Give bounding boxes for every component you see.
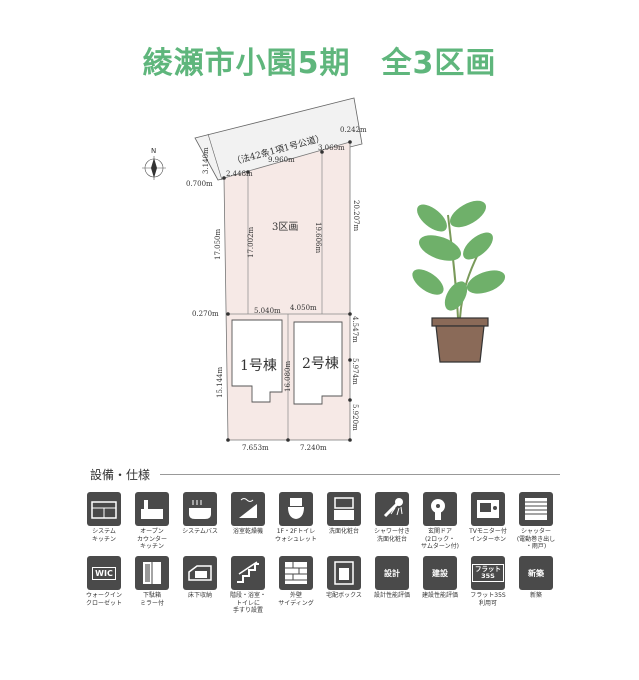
underfloor-storage-icon	[183, 556, 217, 590]
equipment-icon-text: 建設	[432, 568, 448, 578]
equipment-label: オープン カウンター キッチン	[136, 528, 167, 550]
dim-road-left: 3.140m	[202, 147, 210, 174]
equipment-item: 下駄箱 ミラー付	[128, 556, 176, 607]
dim-9960: 9.960m	[268, 156, 295, 164]
dim-0242: 0.242m	[340, 126, 367, 134]
equipment-item: シャッター (電動巻き出し ・雨戸)	[512, 492, 560, 551]
toilet-icon	[279, 492, 313, 526]
page-title: 綾瀬市小園5期 全3区画	[142, 46, 497, 81]
equipment-label: 建設性能評価	[421, 592, 458, 599]
equipment-label: 新築	[529, 592, 542, 599]
equipment-label: 階段・浴室・ トイレに 手すり設置	[229, 592, 266, 614]
equipment-divider	[160, 474, 560, 475]
equipment-label: 洗面化粧台	[328, 528, 359, 535]
equipment-item: 設計設計性能評価	[368, 556, 416, 600]
dim-7653: 7.653m	[242, 444, 269, 452]
construction-eval-icon: 建設	[423, 556, 457, 590]
counter-kitchen-icon	[135, 492, 169, 526]
north-arrow-icon: N	[142, 147, 166, 180]
dim-20207: 20.207m	[352, 200, 360, 231]
equipment-item: フラット 35S フラット35S 利用可	[464, 556, 512, 607]
building-1-outline	[231, 319, 283, 403]
dim-5974: 5.974m	[351, 358, 359, 385]
equipment-item: 外壁 サイディング	[272, 556, 320, 607]
equipment-item: TVモニター付 インターホン	[464, 492, 512, 543]
equipment-item: 玄関ドア (2ロック・ サムターン付)	[416, 492, 464, 551]
shoe-box-icon	[135, 556, 169, 590]
dim-0700: 0.700m	[186, 180, 213, 188]
dim-5920: 5.920m	[351, 404, 359, 431]
equipment-item: オープン カウンター キッチン	[128, 492, 176, 551]
lot-label: 3区画	[272, 221, 298, 233]
vanity-icon	[327, 492, 361, 526]
equipment-item: システム キッチン	[80, 492, 128, 543]
equipment-label: 浴室乾燥機	[232, 528, 263, 535]
equipment-label: 玄関ドア (2ロック・ サムターン付)	[421, 528, 459, 550]
equipment-label: フラット35S 利用可	[470, 592, 506, 607]
shower-vanity-icon	[375, 492, 409, 526]
siding-icon	[279, 556, 313, 590]
equipment-label: 下駄箱 ミラー付	[139, 592, 164, 607]
equipment-label: ウォークイン クローゼット	[85, 592, 122, 607]
equipment-item: 洗面化粧台	[320, 492, 368, 536]
dim-3069: 3.069m	[318, 144, 345, 152]
dim-5040: 5.040m	[254, 307, 281, 315]
road	[194, 97, 363, 181]
intercom-icon	[471, 492, 505, 526]
door-lock-icon	[423, 492, 457, 526]
equipment-item: 新築新築	[512, 556, 560, 600]
design-eval-icon: 設計	[375, 556, 409, 590]
equipment-icon-text: 新築	[528, 568, 544, 578]
shutter-icon	[519, 492, 553, 526]
equipment-item: 浴室乾燥機	[224, 492, 272, 536]
equipment-icon-text: 設計	[384, 568, 400, 578]
equipment-label: 宅配ボックス	[326, 592, 362, 599]
equipment-item: 床下収納	[176, 556, 224, 600]
equipment-label: シャワー付き 洗面化粧台	[373, 528, 410, 543]
equipment-item: 宅配ボックス	[320, 556, 368, 600]
dim-15144: 15.144m	[216, 367, 224, 398]
dim-4050: 4.050m	[290, 304, 317, 312]
dim-4547: 4.547m	[351, 316, 359, 343]
new-build-icon: 新築	[519, 556, 553, 590]
dim-16080: 16.080m	[284, 361, 292, 392]
equipment-label: TVモニター付 インターホン	[469, 528, 507, 543]
site-plan: （法42条1項1号公道） 1号棟 2号棟 3区画 3.140m 0.242m 0…	[142, 97, 506, 452]
equipment-label: 設計性能評価	[373, 592, 410, 599]
equipment-label: システム キッチン	[91, 528, 116, 543]
walk-in-closet-icon: WIC	[87, 556, 121, 590]
bath-icon	[183, 492, 217, 526]
kitchen-icon	[87, 492, 121, 526]
equipment-item: 階段・浴室・ トイレに 手すり設置	[224, 556, 272, 615]
equipment-label: システムバス	[182, 528, 218, 535]
equipment-icon-text: WIC	[92, 566, 116, 580]
equipment-label: 外壁 サイディング	[278, 592, 314, 607]
north-label: N	[151, 147, 156, 155]
equipment-item: シャワー付き 洗面化粧台	[368, 492, 416, 543]
equipment-item: 1F・2Fトイレ ウォシュレット	[272, 492, 320, 543]
equipment-label: 床下収納	[187, 592, 212, 599]
handrail-icon	[231, 556, 265, 590]
dim-7240: 7.240m	[300, 444, 327, 452]
equipment-item: システムバス	[176, 492, 224, 536]
equipment-heading: 設備・仕様	[90, 468, 151, 482]
plant-illustration-icon	[412, 200, 506, 363]
dim-17050: 17.050m	[214, 229, 222, 260]
delivery-box-icon	[327, 556, 361, 590]
dim-17002: 17.002m	[247, 227, 255, 258]
equipment-icon-text: フラット 35S	[472, 564, 504, 582]
building-1-label: 1号棟	[240, 358, 277, 374]
bath-dryer-icon	[231, 492, 265, 526]
equipment-item: WIC ウォークイン クローゼット	[80, 556, 128, 607]
dim-2448: 2.448m	[226, 170, 253, 178]
dim-19606: 19.606m	[314, 222, 322, 253]
flat35s-icon: フラット 35S	[471, 556, 505, 590]
dim-0270: 0.270m	[192, 310, 219, 318]
equipment-label: 1F・2Fトイレ ウォシュレット	[275, 528, 317, 543]
equipment-item: 建設建設性能評価	[416, 556, 464, 600]
building-2-outline	[293, 321, 343, 405]
equipment-label: シャッター (電動巻き出し ・雨戸)	[516, 528, 556, 550]
building-2-label: 2号棟	[302, 356, 339, 372]
